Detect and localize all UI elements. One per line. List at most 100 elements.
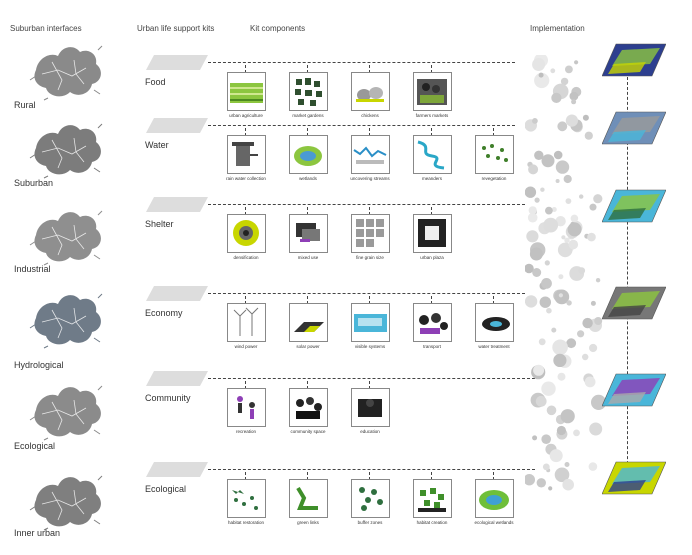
component-thumbnail bbox=[289, 214, 328, 253]
component-stem bbox=[245, 65, 246, 73]
implementation-layer bbox=[601, 42, 667, 83]
implementation-dot bbox=[540, 187, 545, 192]
implementation-dot bbox=[538, 72, 544, 78]
implementation-dot bbox=[565, 198, 572, 205]
kit-tab-shape bbox=[146, 462, 208, 477]
implementation-dot bbox=[560, 77, 569, 86]
implementation-dot bbox=[569, 91, 579, 101]
implementation-dot bbox=[534, 72, 550, 89]
component-caption: urban plaza bbox=[420, 255, 444, 260]
component-caption: visible systems bbox=[354, 344, 386, 349]
implementation-dot bbox=[534, 150, 544, 160]
kit-tab-shape bbox=[146, 118, 208, 133]
component-thumbnail bbox=[351, 388, 390, 427]
component-thumbnail bbox=[227, 388, 266, 427]
implementation-dot bbox=[591, 394, 605, 410]
implementation-layer bbox=[601, 188, 667, 229]
implementation-dot bbox=[532, 58, 546, 71]
implementation-dot bbox=[539, 296, 551, 308]
implementation-dot bbox=[590, 300, 596, 306]
component-caption: buffer zones bbox=[357, 520, 383, 525]
component-caption: mixed use bbox=[297, 255, 319, 260]
component-thumbnail bbox=[413, 479, 452, 518]
header-kit-components: Kit components bbox=[250, 24, 306, 33]
interface-label: Hydrological bbox=[14, 360, 64, 370]
component-stem bbox=[245, 381, 246, 389]
component-stem bbox=[493, 128, 494, 136]
implementation-dot bbox=[582, 114, 589, 121]
component-caption: meanders bbox=[421, 176, 442, 181]
implementation-layer bbox=[601, 110, 667, 151]
component-stem bbox=[369, 128, 370, 136]
implementation-dot bbox=[588, 462, 598, 471]
component-thumbnail bbox=[475, 479, 514, 518]
interface-map-suburban bbox=[29, 123, 103, 179]
implementation-dot bbox=[533, 364, 545, 376]
component-stem bbox=[245, 296, 246, 304]
implementation-dot bbox=[553, 150, 563, 160]
implementation-dot-field bbox=[525, 55, 605, 491]
implementation-dot bbox=[529, 247, 543, 261]
interface-label: Ecological bbox=[14, 441, 56, 451]
implementation-dot bbox=[545, 206, 553, 215]
component-caption: wetlands bbox=[299, 176, 317, 181]
component-stem bbox=[369, 381, 370, 389]
implementation-dot bbox=[570, 214, 579, 223]
implementation-dot bbox=[546, 307, 552, 314]
implementation-dot bbox=[552, 339, 568, 356]
component-caption: recreation bbox=[235, 429, 256, 434]
kit-tab-shape bbox=[146, 197, 208, 212]
implementation-dot bbox=[562, 478, 574, 491]
implementation-dot bbox=[528, 206, 537, 215]
implementation-dot bbox=[525, 186, 537, 198]
implementation-dot bbox=[584, 131, 593, 140]
component-thumbnail bbox=[227, 214, 266, 253]
component-thumbnail bbox=[413, 214, 452, 253]
implementation-dot bbox=[556, 425, 566, 436]
implementation-dot bbox=[555, 179, 560, 183]
component-stem bbox=[369, 296, 370, 304]
implementation-dot bbox=[582, 317, 593, 329]
component-stem bbox=[431, 472, 432, 480]
component-caption: chickens bbox=[361, 113, 379, 118]
implementation-dot bbox=[582, 353, 589, 361]
implementation-dot bbox=[541, 434, 551, 445]
kit-label-water: Water bbox=[145, 140, 169, 150]
component-caption: rain water collection bbox=[226, 176, 266, 181]
interface-label: Industrial bbox=[14, 264, 51, 274]
implementation-dot bbox=[594, 317, 603, 325]
interface-map-hydrological bbox=[29, 293, 103, 349]
component-thumbnail bbox=[289, 135, 328, 174]
kit-connector bbox=[208, 204, 525, 205]
implementation-dot bbox=[564, 237, 570, 243]
component-thumbnail bbox=[413, 72, 452, 111]
implementation-dot bbox=[593, 194, 603, 204]
component-stem bbox=[369, 207, 370, 215]
component-stem bbox=[307, 65, 308, 73]
implementation-dot bbox=[554, 467, 570, 483]
implementation-dot bbox=[567, 222, 582, 237]
component-stem bbox=[369, 65, 370, 73]
implementation-dot bbox=[560, 409, 575, 424]
header-implementation: Implementation bbox=[530, 24, 585, 33]
kit-label-food: Food bbox=[145, 77, 166, 87]
component-caption: market gardens bbox=[292, 113, 324, 118]
component-stem bbox=[245, 472, 246, 480]
implementation-dot bbox=[565, 65, 573, 74]
interface-label: Rural bbox=[14, 100, 36, 110]
component-thumbnail bbox=[289, 72, 328, 111]
component-caption: habitat restoration bbox=[227, 520, 265, 525]
implementation-dot bbox=[532, 118, 538, 124]
kit-label-ecological: Ecological bbox=[145, 484, 187, 494]
component-thumbnail bbox=[475, 303, 514, 342]
component-caption: wind power bbox=[234, 344, 258, 349]
kit-label-shelter: Shelter bbox=[145, 219, 174, 229]
implementation-dot bbox=[532, 268, 542, 277]
interface-label: Suburban bbox=[14, 178, 54, 188]
kit-connector bbox=[208, 62, 515, 63]
component-thumbnail bbox=[413, 303, 452, 342]
component-thumbnail bbox=[227, 72, 266, 111]
implementation-dot bbox=[542, 463, 550, 471]
implementation-dot bbox=[589, 422, 603, 436]
implementation-dot bbox=[551, 327, 557, 333]
